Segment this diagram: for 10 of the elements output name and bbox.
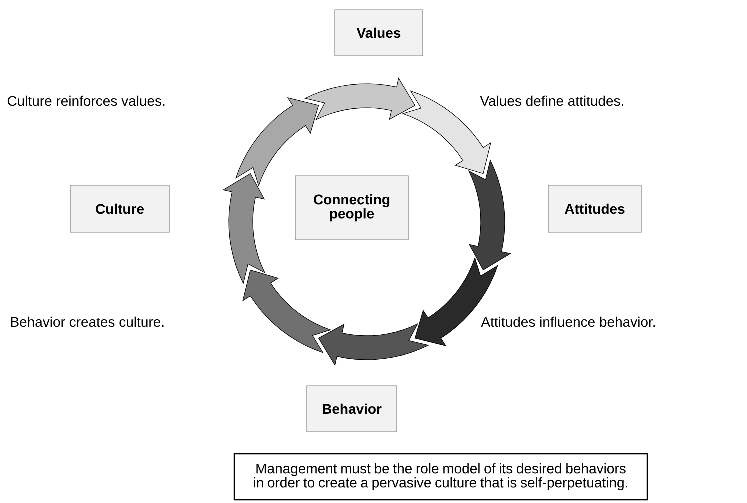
concept-box: Values [334, 10, 424, 56]
statement-text: Culture reinforces values. [8, 96, 165, 106]
statement-text: Behavior creates culture. [11, 316, 164, 328]
concept-box: Culture [70, 185, 170, 233]
concept-box: Behavior [306, 386, 398, 432]
statement-text: Values define attitudes. [480, 96, 624, 106]
note-box: Management must be the role model of its desired behaviors in order to create a pervasive culture that is self-perpetuating. [234, 453, 648, 501]
concept-box: Attitudes [548, 185, 642, 233]
statement-text: Attitudes influence behavior. [481, 316, 656, 328]
center-box: Connecting people [295, 176, 409, 240]
